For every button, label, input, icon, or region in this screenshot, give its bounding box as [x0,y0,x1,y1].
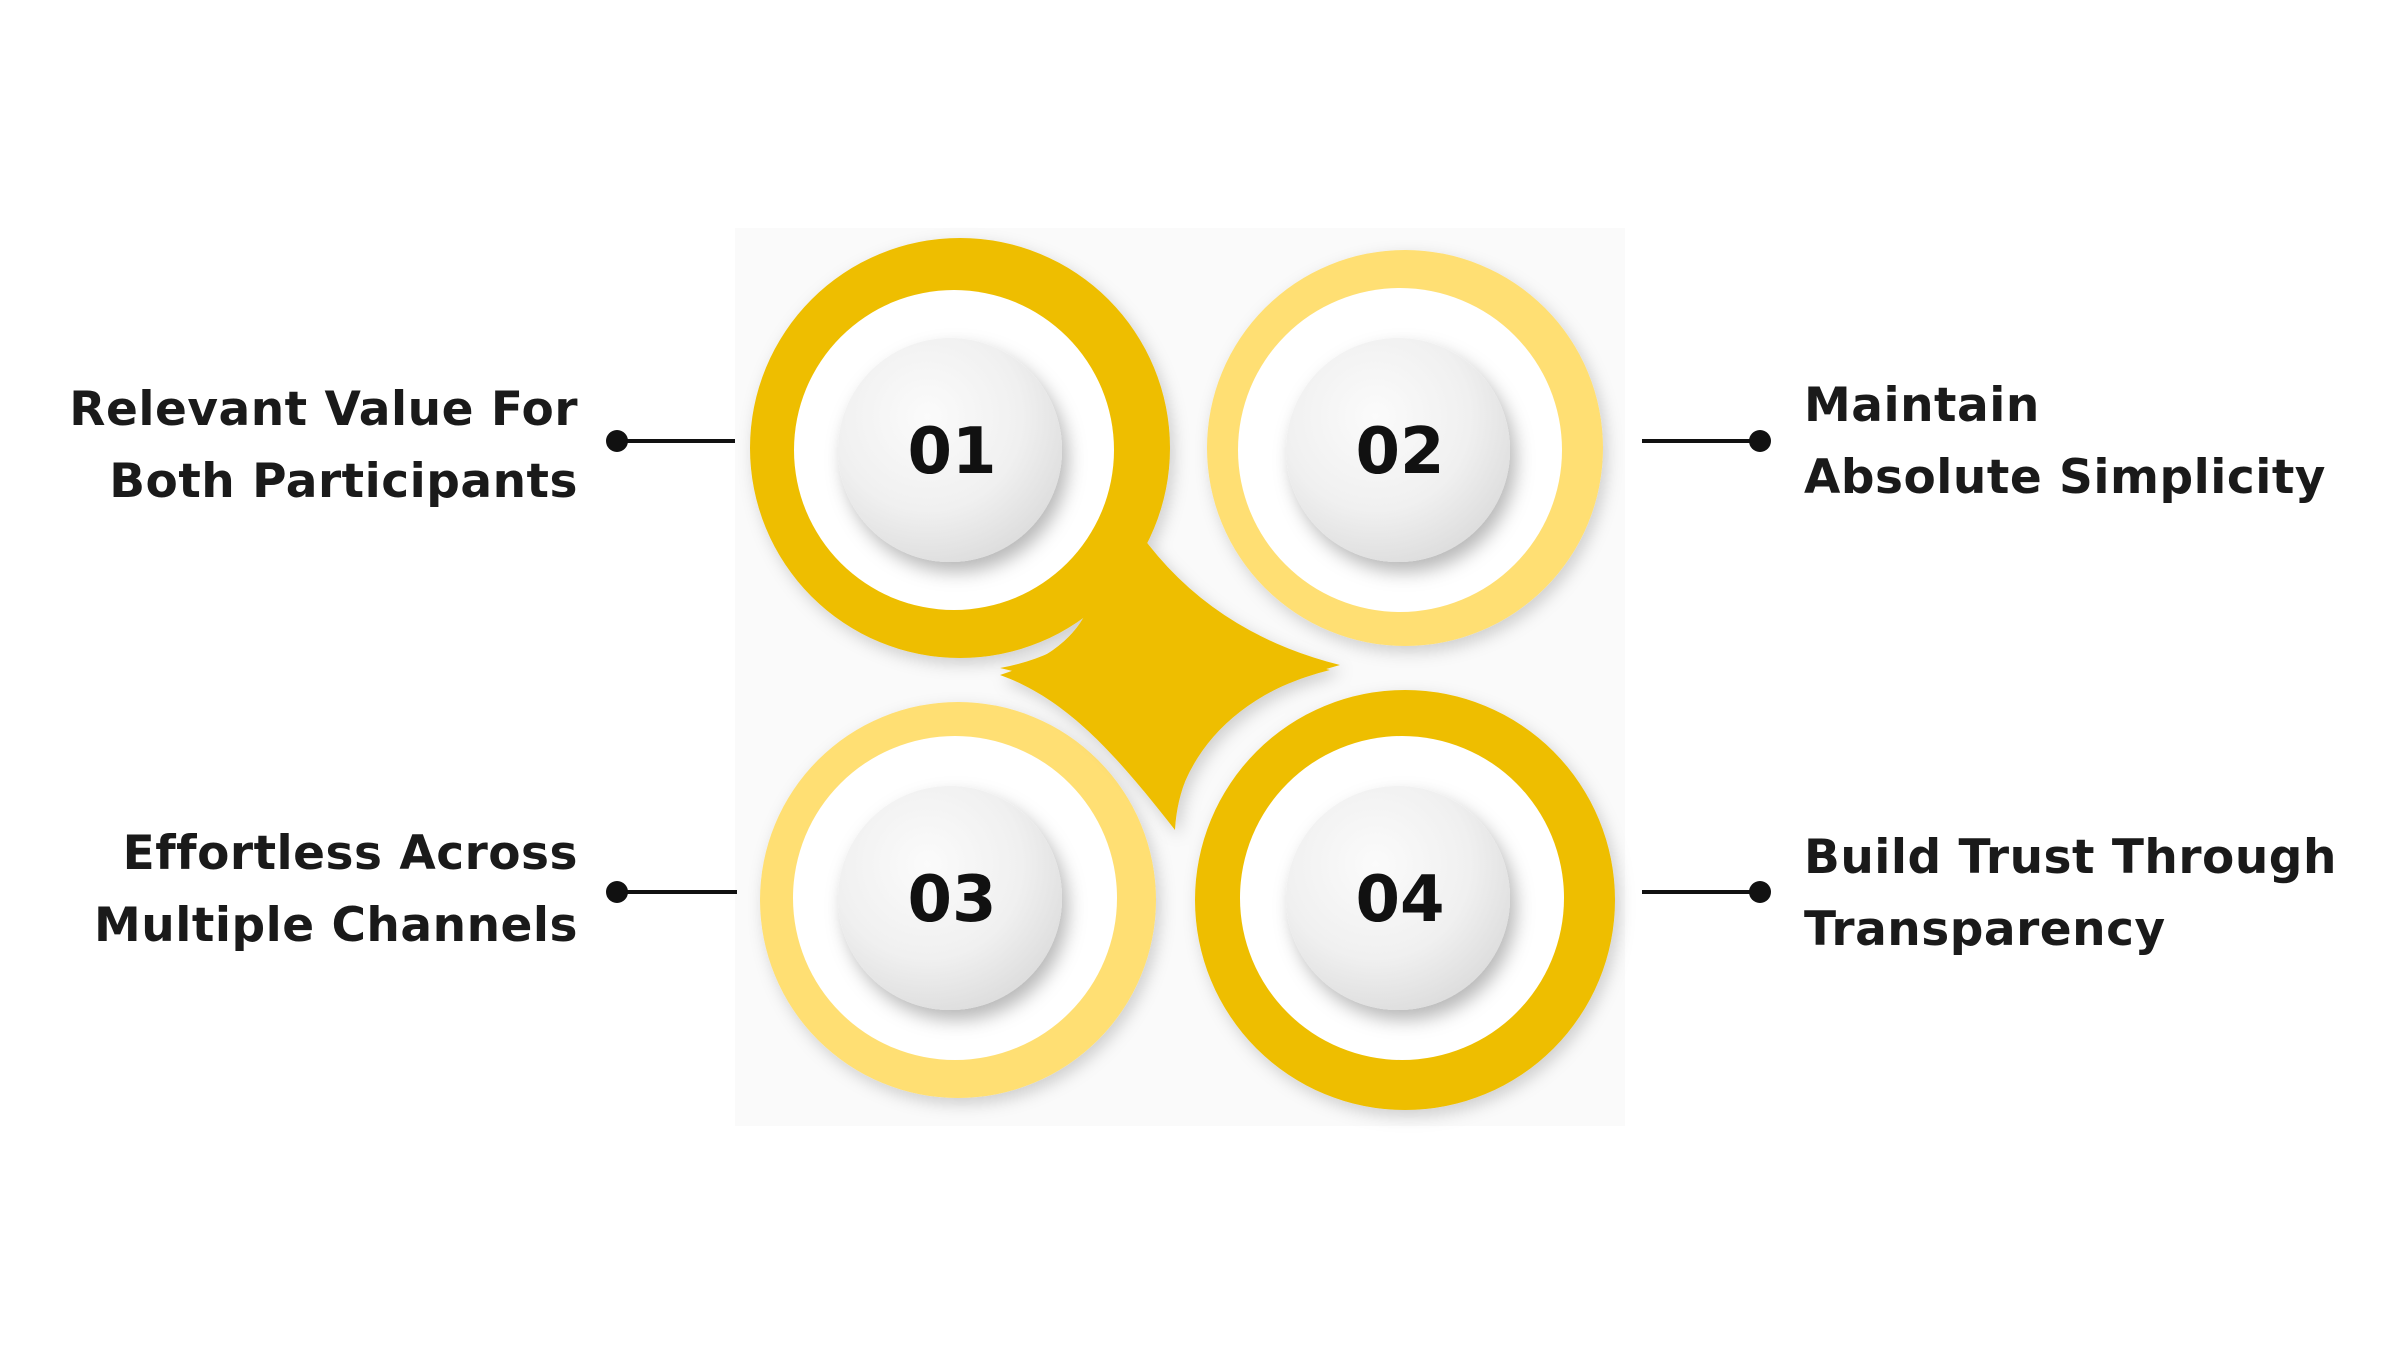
connector-dot-03 [606,881,628,903]
item-01-line-1: Relevant Value For [69,382,578,437]
item-03-label: Effortless Across Multiple Channels [94,818,578,962]
item-03-line-2: Multiple Channels [94,898,578,953]
disc-02 [1286,338,1510,562]
number-01: 01 [907,415,996,489]
disc-04 [1286,786,1510,1010]
number-discs [838,338,1510,1010]
connectors [606,430,1771,903]
item-04-label: Build Trust Through Transparency [1804,822,2337,966]
connector-dot-04 [1749,881,1771,903]
item-02-label: Maintain Absolute Simplicity [1804,370,2326,514]
connector-dot-01 [606,430,628,452]
item-01-line-2: Both Participants [109,454,578,509]
item-04-line-1: Build Trust Through [1804,830,2337,885]
connector-dot-02 [1749,430,1771,452]
number-02: 02 [1355,415,1444,489]
disc-01 [838,338,1062,562]
item-02-line-2: Absolute Simplicity [1804,450,2326,505]
numbers: 01 02 03 04 [907,415,1444,937]
item-02-line-1: Maintain [1804,378,2040,433]
item-01-label: Relevant Value For Both Participants [69,374,578,518]
item-03-line-1: Effortless Across [122,826,578,881]
number-03: 03 [907,863,996,937]
center-waist [1000,530,1330,830]
item-04-line-2: Transparency [1804,902,2166,957]
number-04: 04 [1355,863,1444,937]
disc-03 [838,786,1062,1010]
